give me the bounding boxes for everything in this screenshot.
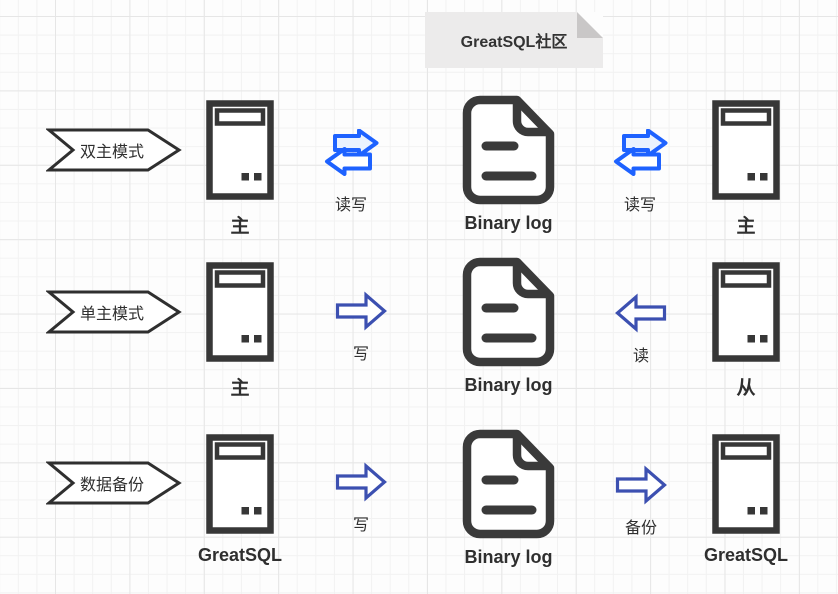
row-tag-single-master[interactable]: 单主模式 [46, 289, 182, 335]
readwrite-arrow-node[interactable]: 读写 [608, 129, 672, 215]
server-label: 主 [230, 216, 250, 237]
server-label: 主 [736, 216, 756, 237]
tag-label: 数据备份 [79, 477, 144, 494]
row-tag-data-backup[interactable]: 数据备份 [46, 460, 182, 506]
server-node[interactable]: 主 [206, 262, 274, 400]
server-node[interactable]: GreatSQL [198, 434, 282, 566]
arrow-label: 写 [352, 517, 369, 534]
document-icon [462, 95, 555, 205]
write-arrow-node[interactable]: 写 [330, 291, 392, 364]
server-icon [712, 262, 780, 362]
binary-log-node[interactable]: Binary log [459, 429, 558, 568]
tag-label: 双主模式 [79, 144, 144, 161]
title-note[interactable]: GreatSQL社区 [425, 12, 603, 68]
server-icon [206, 434, 274, 534]
server-icon [206, 262, 274, 362]
server-icon [206, 100, 274, 200]
binary-log-node[interactable]: Binary log [459, 95, 558, 234]
server-node[interactable]: 从 [712, 262, 780, 400]
swap-arrows-icon [325, 129, 379, 176]
arrow-label: 写 [352, 346, 369, 363]
row-tag-dual-master[interactable]: 双主模式 [46, 127, 182, 173]
server-label: 从 [736, 378, 756, 399]
server-label: GreatSQL [703, 545, 789, 565]
write-arrow-node[interactable]: 写 [330, 462, 392, 535]
arrow-label: 读 [632, 348, 649, 365]
server-icon [712, 100, 780, 200]
read-arrow-node[interactable]: 读 [610, 293, 672, 366]
arrow-label: 备份 [624, 520, 657, 537]
server-label: GreatSQL [197, 545, 283, 565]
arrow-right-icon [615, 465, 667, 505]
arrow-right-icon [335, 462, 387, 502]
backup-arrow-node[interactable]: 备份 [610, 465, 672, 538]
tag-label: 单主模式 [79, 306, 144, 323]
title-note-label: GreatSQL社区 [460, 34, 568, 51]
server-node[interactable]: 主 [712, 100, 780, 238]
binary-log-label: Binary log [464, 375, 553, 395]
arrow-right-icon [335, 291, 387, 331]
binary-log-label: Binary log [464, 213, 553, 233]
document-icon [462, 257, 555, 367]
server-node[interactable]: GreatSQL [704, 434, 788, 566]
readwrite-arrow-node[interactable]: 读写 [320, 129, 382, 215]
chevron-tag-icon [46, 290, 182, 334]
arrow-left-icon [615, 293, 667, 333]
swap-arrows-icon [614, 129, 668, 176]
server-icon [712, 434, 780, 534]
binary-log-node[interactable]: Binary log [459, 257, 558, 396]
arrow-label: 读写 [623, 197, 656, 214]
arrow-label: 读写 [334, 197, 367, 214]
chevron-tag-icon [46, 128, 182, 172]
document-icon [462, 429, 555, 539]
server-label: 主 [230, 378, 250, 399]
binary-log-label: Binary log [464, 547, 553, 567]
chevron-tag-icon [46, 461, 182, 505]
server-node[interactable]: 主 [206, 100, 274, 238]
